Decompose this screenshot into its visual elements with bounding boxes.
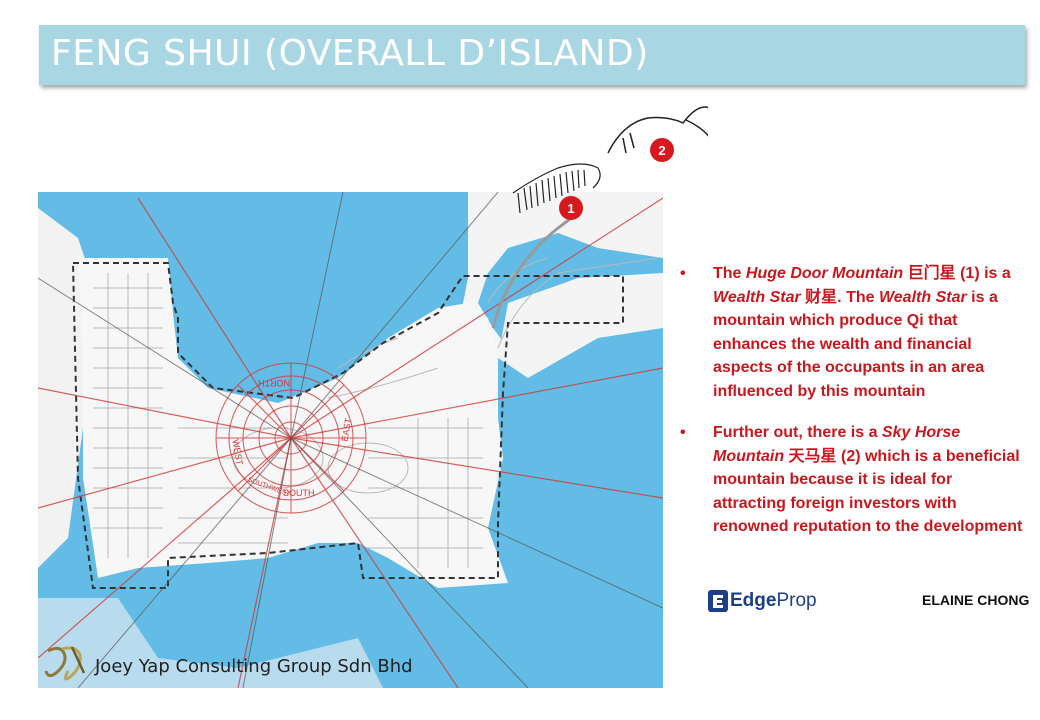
marker-1 [559,196,583,220]
author-credit: ELAINE CHONG [922,592,1030,608]
edgeprop-wordmark: EdgeProp [730,590,817,611]
title-bar: FENG SHUI (OVERALL D’ISLAND) [39,25,1025,85]
text-fade [690,570,1030,592]
bullet-huge-door: The Huge Door Mountain 巨门星 (1) is a Weal… [680,262,1025,403]
bottom-shore [38,598,383,688]
island-map: NORTH SOUTH EAST WEST SOUTHWEST [38,106,708,688]
right-bank [498,273,663,378]
mountain-2-sketch [607,106,708,154]
red-axis-lines [38,197,663,688]
access-road [491,211,579,329]
boundary-left [71,262,624,589]
jy-monogram-icon [44,646,86,681]
main-island [78,258,508,588]
mountain-1-sketch [512,163,601,214]
dark-axis-lines [38,192,663,688]
compass-south: SOUTH [283,488,315,498]
compass-east: EAST [340,417,354,442]
company-name: Joey Yap Consulting Group Sdn Bhd [95,656,413,677]
bullet-sky-horse: Further out, there is a Sky Horse Mounta… [680,421,1025,539]
compass-north: NORTH [258,378,290,388]
slide-title: FENG SHUI (OVERALL D’ISLAND) [51,33,649,74]
marker-2 [650,138,674,162]
headland [458,192,663,378]
edgeprop-logo: EdgeProp [708,588,817,614]
marker-1-label: 1 [567,201,574,216]
edgeprop-icon [708,590,728,612]
marker-2-label: 2 [658,143,665,158]
explanation-bullets: The Huge Door Mountain 巨门星 (1) is a Weal… [680,262,1025,557]
